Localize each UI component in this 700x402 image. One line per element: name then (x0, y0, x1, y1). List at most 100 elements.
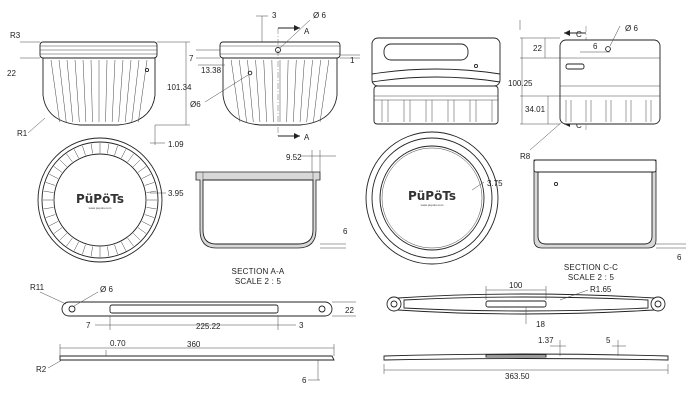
dim-r11: R11 (30, 283, 45, 292)
section-a-a: 9.52 6 SECTION A-A SCALE 2 : 5 (195, 150, 348, 286)
caption-scale-a-a: SCALE 2 : 5 (235, 277, 282, 286)
top-view-right: PüPöTs www.pupots.com 3.75 (365, 131, 503, 265)
rib-line (45, 214, 56, 218)
label-a-top: A (304, 27, 310, 36)
dim-34-01: 34.01 (525, 105, 546, 114)
rib-line (114, 244, 118, 255)
caption-section-a-a: SECTION A-A (232, 267, 285, 276)
rib-line (114, 145, 118, 156)
rib-line (107, 246, 110, 257)
rib-line (271, 59, 274, 123)
rib-line (50, 59, 60, 123)
rib-line (49, 173, 59, 179)
dim-101-34: 101.34 (167, 83, 192, 92)
rib-line (90, 143, 93, 154)
rib-line (141, 221, 151, 227)
rib-line (90, 246, 93, 257)
dim-100: 100 (509, 281, 523, 290)
dim-22-right: 22 (533, 44, 542, 53)
rib-line (53, 166, 63, 173)
label-c-bottom: C (576, 121, 582, 130)
front-view-left: R3 22 101.34 R1 1.09 (7, 31, 192, 149)
rib-line (118, 59, 124, 123)
rib-line (121, 241, 127, 251)
rib-line (319, 59, 330, 123)
dim-phi6-right: Ø 6 (625, 24, 638, 33)
rib-line (82, 244, 86, 255)
rib-line (144, 214, 155, 218)
rib-line (121, 149, 127, 159)
dim-6-section-c: 6 (677, 253, 682, 262)
dim-100-25: 100.25 (508, 79, 533, 88)
dim-13-38: 13.38 (201, 66, 222, 75)
url-right: www.pupots.com (421, 203, 444, 207)
rib-line (146, 207, 157, 210)
dim-22: 22 (7, 69, 16, 78)
rib-line (43, 190, 54, 193)
rib-line (105, 59, 108, 123)
rib-line (306, 59, 313, 123)
dim-6-strap: 6 (302, 376, 307, 385)
rib-line (133, 159, 141, 167)
side-view-left: A A 3 Ø 6 7 13.38 1 Ø6 (189, 11, 360, 142)
rib-line (53, 227, 63, 234)
rib-line (45, 182, 56, 186)
rib-line (255, 59, 261, 123)
dim-7-strap: 7 (86, 321, 91, 330)
top-view-left: PüPöTs www.pupots.com 3.95 (37, 137, 184, 263)
dim-9-52: 9.52 (286, 153, 302, 162)
dim-225-22: 225.22 (196, 322, 221, 331)
rib-line (293, 59, 297, 123)
url-left: www.pupots.com (89, 206, 112, 210)
dim-22-strap: 22 (345, 306, 354, 315)
caption-section-c-c: SECTION C-C (564, 263, 618, 272)
rib-line (66, 153, 73, 163)
dim-phi6-strap: Ø 6 (100, 285, 113, 294)
strap-left: R11 Ø 6 225.22 7 3 22 (30, 283, 356, 331)
rib-line (239, 59, 247, 123)
dim-phi6-top: Ø 6 (313, 11, 326, 20)
rib-line (230, 59, 241, 123)
dim-r3: R3 (10, 31, 21, 40)
rib-line (59, 233, 67, 241)
rib-line (82, 145, 86, 156)
dim-363-50: 363.50 (505, 372, 530, 381)
rib-line (73, 149, 79, 159)
rib-line (59, 159, 67, 167)
dim-r2: R2 (36, 365, 47, 374)
rib-line (247, 59, 254, 123)
dim-6-right: 6 (593, 42, 598, 51)
label-a-bottom: A (304, 133, 310, 142)
rib-line (73, 241, 79, 251)
rib-line (299, 59, 305, 123)
rib-line (131, 59, 140, 123)
dim-6: 6 (343, 227, 348, 236)
rib-line (49, 221, 59, 227)
label-c-top: C (576, 30, 582, 39)
dim-18: 18 (536, 320, 545, 329)
section-c-c: 6 SECTION C-C SCALE 2 : 5 (533, 159, 686, 282)
rib-line (111, 59, 116, 123)
dim-5: 5 (606, 336, 611, 345)
dim-3-95: 3.95 (168, 189, 184, 198)
rib-line (66, 59, 74, 123)
rib-line (127, 237, 134, 247)
dim-1-37: 1.37 (538, 336, 554, 345)
dim-3: 3 (272, 11, 277, 20)
dim-r1-65: R1.65 (590, 285, 612, 294)
rib-line (137, 227, 147, 234)
dim-1: 1 (350, 56, 355, 65)
rib-line (313, 59, 321, 123)
dim-7: 7 (189, 54, 194, 63)
rib-line (286, 59, 289, 123)
dim-1-09: 1.09 (168, 140, 184, 149)
rib-line (133, 233, 141, 241)
rib-line (124, 59, 132, 123)
rib-line (43, 207, 54, 210)
caption-scale-c-c: SCALE 2 : 5 (568, 273, 615, 282)
rib-line (137, 166, 147, 173)
dim-phi6-side: Ø6 (190, 100, 201, 109)
rib-line (144, 182, 155, 186)
rib-line (58, 59, 67, 123)
